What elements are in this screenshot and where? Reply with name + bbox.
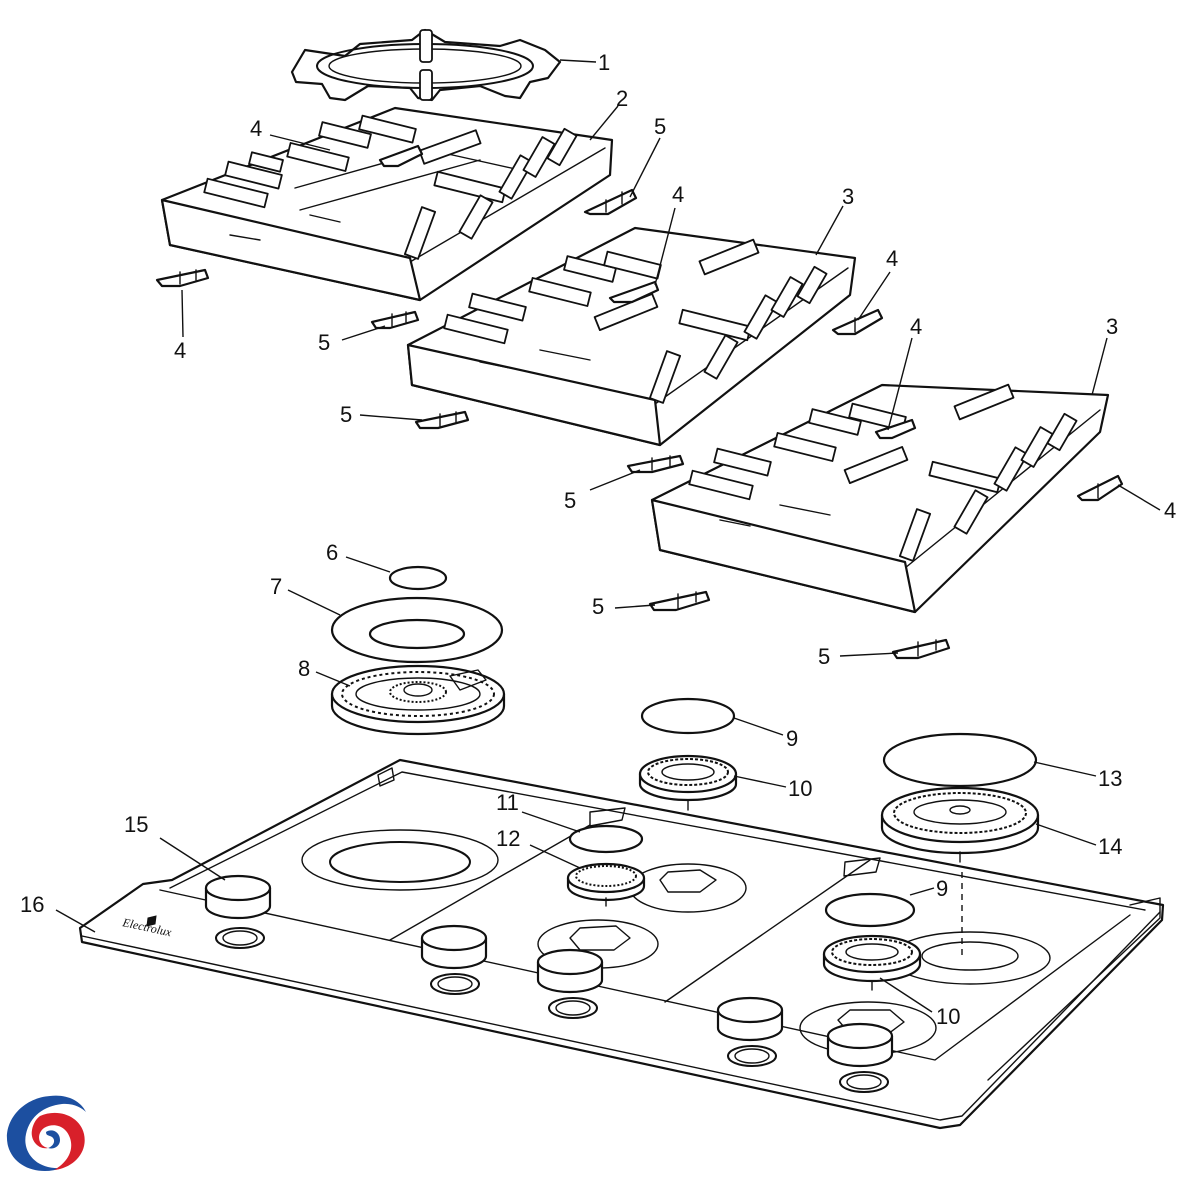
control-knobs bbox=[204, 874, 894, 1093]
callout-label: 5 bbox=[592, 594, 604, 619]
support-foot bbox=[874, 418, 917, 440]
support-foot bbox=[1076, 474, 1124, 502]
support-foot bbox=[608, 280, 660, 304]
semi-rapid-burner-crown bbox=[822, 934, 922, 991]
logo-blue-inner bbox=[46, 1130, 60, 1149]
callout-label: 5 bbox=[654, 114, 666, 139]
support-foot bbox=[891, 638, 951, 660]
support-foot bbox=[414, 410, 470, 430]
support-foot bbox=[583, 188, 638, 216]
control-knob bbox=[204, 874, 272, 949]
semi-rapid-burner-cap bbox=[640, 697, 736, 735]
control-knob bbox=[536, 948, 604, 1019]
callout-label: 6 bbox=[326, 540, 338, 565]
spares-logo bbox=[6, 1095, 86, 1172]
callout-label: 5 bbox=[564, 488, 576, 513]
pan-support-right bbox=[650, 383, 1110, 614]
rapid-burner-cap bbox=[882, 732, 1038, 788]
leader-lines bbox=[55, 59, 1161, 1013]
semi-rapid-burner-cap bbox=[824, 892, 916, 928]
callout-label: 5 bbox=[318, 330, 330, 355]
support-feet bbox=[155, 144, 1124, 660]
support-foot bbox=[378, 144, 424, 168]
callout-label: 8 bbox=[298, 656, 310, 681]
callout-label: 13 bbox=[1098, 766, 1122, 791]
callout-label: 5 bbox=[340, 402, 352, 427]
auxiliary-burner-crown bbox=[566, 862, 646, 907]
callout-label: 4 bbox=[1164, 498, 1176, 523]
callout-label: 15 bbox=[124, 812, 148, 837]
support-foot bbox=[648, 590, 711, 612]
callout-label: 5 bbox=[818, 644, 830, 669]
callout-label: 3 bbox=[842, 184, 854, 209]
callout-label: 12 bbox=[496, 826, 520, 851]
callout-label: 10 bbox=[936, 1004, 960, 1029]
callout-label: 3 bbox=[1106, 314, 1118, 339]
wok-ring bbox=[290, 28, 562, 102]
callout-label: 4 bbox=[910, 314, 922, 339]
support-foot bbox=[626, 454, 685, 474]
callout-label: 16 bbox=[20, 892, 44, 917]
callout-label: 9 bbox=[936, 876, 948, 901]
control-knob bbox=[716, 996, 784, 1067]
callout-label: 2 bbox=[616, 86, 628, 111]
callout-label: 4 bbox=[672, 182, 684, 207]
logo-blue-swoosh bbox=[6, 1095, 86, 1172]
support-foot bbox=[155, 268, 210, 288]
support-foot bbox=[831, 308, 884, 336]
control-knob bbox=[420, 924, 488, 995]
control-knob bbox=[826, 1022, 894, 1093]
wok-burner-crown bbox=[330, 664, 506, 736]
callout-label: 10 bbox=[788, 776, 812, 801]
logo-red-swoosh bbox=[31, 1112, 85, 1170]
callout-label: 7 bbox=[270, 574, 282, 599]
callout-label: 4 bbox=[250, 116, 262, 141]
callout-label: 1 bbox=[598, 50, 610, 75]
callout-label: 14 bbox=[1098, 834, 1122, 859]
callout-label: 9 bbox=[786, 726, 798, 751]
semi-rapid-burner-crown bbox=[638, 754, 738, 811]
callout-label: 4 bbox=[886, 246, 898, 271]
wok-burner-outer-cap bbox=[330, 596, 504, 664]
wok-burner-inner-cap bbox=[388, 565, 448, 591]
callout-label: 11 bbox=[496, 790, 519, 815]
auxiliary-burner-cap bbox=[568, 824, 644, 854]
callout-labels: 1 2 3 3 4 4 4 4 4 4 5 5 5 5 5 5 6 7 8 9 … bbox=[20, 50, 1176, 1029]
rapid-burner-crown bbox=[880, 786, 1040, 863]
support-foot bbox=[370, 310, 420, 330]
pan-support-left bbox=[160, 106, 614, 302]
callout-label: 4 bbox=[174, 338, 186, 363]
pan-support-middle bbox=[406, 226, 857, 447]
